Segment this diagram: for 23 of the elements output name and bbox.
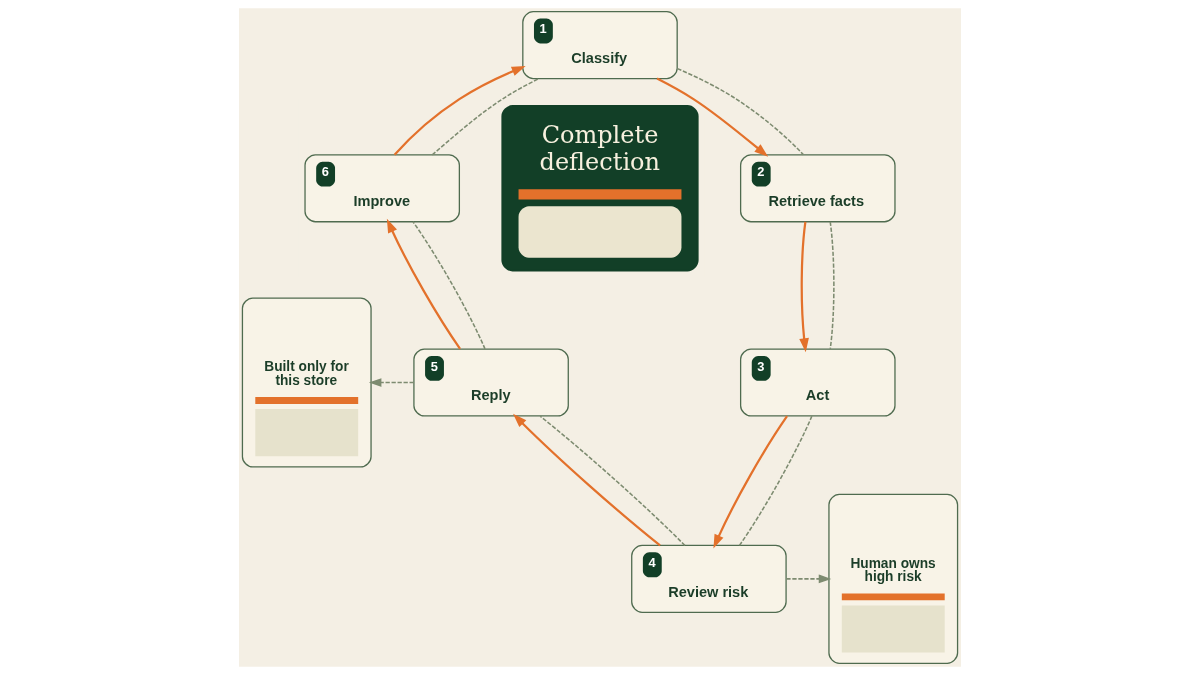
node-box: 2 Retrieve facts: [740, 154, 896, 223]
arrow: [656, 77, 769, 157]
node-box: Built only for this store: [241, 297, 372, 468]
arrow: [713, 415, 788, 549]
connector: [676, 67, 805, 156]
connector: [539, 415, 686, 547]
connector: [431, 77, 540, 156]
connector: [829, 221, 835, 350]
arrow: [393, 65, 526, 156]
arrow: [785, 574, 832, 584]
node-box: 1 Classify: [522, 11, 678, 80]
arrow: [513, 413, 661, 547]
arrow: [368, 378, 415, 387]
node-box: 4 Review risk: [631, 544, 787, 613]
arrow: [799, 221, 809, 353]
node-box: 3 Act: [740, 348, 896, 417]
node-box: Complete deflection: [501, 105, 699, 272]
node-box: 6 Improve: [304, 154, 460, 223]
node-box: Human owns high risk: [828, 493, 959, 664]
connector: [412, 221, 486, 350]
arrow: [386, 218, 461, 350]
connector: [738, 415, 813, 547]
node-box: 5 Reply: [413, 348, 569, 417]
